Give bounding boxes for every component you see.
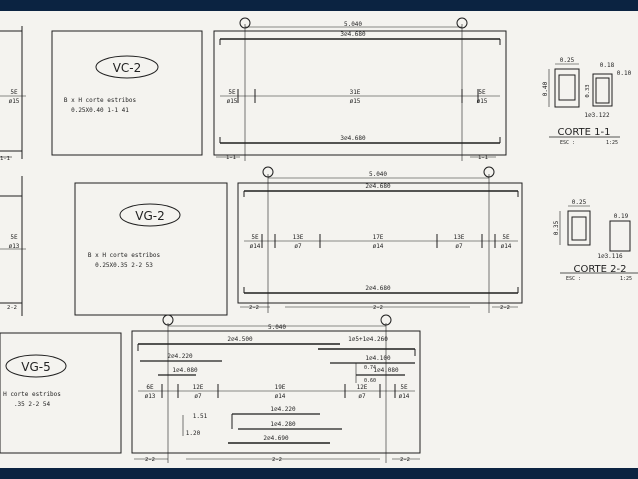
sec11-width: 0.25	[560, 57, 575, 64]
vg5-st-3: 19E	[275, 384, 286, 391]
vg5-bar-r1: 1∅4.100	[365, 355, 391, 362]
vg5-bar-r2: 1∅4.080	[373, 367, 399, 374]
vg5-bar-b2: 1∅4.080	[172, 367, 198, 374]
vc2-cut-right: 1-1	[478, 155, 488, 161]
vg2-st-4: 13E	[454, 234, 465, 241]
vg5-dim-151: 1.51	[193, 413, 208, 420]
left-beam2-stirrups: 5E	[10, 234, 18, 241]
vg5-bar-b1: 2∅4.220	[167, 353, 193, 360]
sec22-title: CORTE 2-2	[573, 264, 626, 275]
vg5-table-values: .35 2-2 54	[14, 401, 51, 408]
vg5-dim-060: 0.60	[364, 378, 376, 384]
vg2-sp-1: ø14	[250, 243, 261, 250]
vg5-bar-l1: 1∅4.220	[270, 406, 296, 413]
vg5-cut-right: 2-2	[400, 457, 410, 463]
vc2-bottom-bar: 3∅4.680	[340, 135, 366, 142]
sec22-right-width: 0.19	[614, 213, 629, 220]
left-beam2-spacing: ø13	[9, 243, 20, 250]
vg2-cut-mid: 2-2	[373, 305, 383, 311]
drawing-sheet: VC-2 B x H corte estribos 0.25X0.40 1-1 …	[0, 11, 638, 468]
sec11-right-width: 0.18	[600, 62, 615, 69]
vg2-span: 5.040	[369, 171, 387, 178]
vg5-table-header: H corte estribos	[3, 391, 61, 398]
vc2-right-stirrups: 5E	[478, 89, 486, 96]
vg5-cut-left: 2-2	[145, 457, 155, 463]
vg5-bar-l3: 2∅4.690	[263, 435, 289, 442]
sec11-right-w2: 0.10	[617, 70, 632, 77]
vg5-sp-1: ø13	[145, 393, 156, 400]
sec22-width: 0.25	[572, 199, 587, 206]
vg2-table-values: 0.25X0.35 2-2 53	[95, 262, 153, 269]
sec11-height: 0.40	[542, 81, 549, 96]
vc2-span: 5.040	[344, 21, 362, 28]
structural-drawing: VC-2 B x H corte estribos 0.25X0.40 1-1 …	[0, 17, 638, 463]
vg2-tag: VG-2	[135, 209, 164, 223]
vg5-sp-2: ø7	[194, 393, 202, 400]
vc2-right-spacing: ø15	[477, 98, 488, 105]
vc2-mid-stirrups: 31E	[350, 89, 361, 96]
vg5-st-4: 12E	[357, 384, 368, 391]
vc2-top-bar: 3∅4.680	[340, 31, 366, 38]
vg5-tag: VG-5	[21, 360, 50, 374]
sec22-height: 0.35	[553, 220, 560, 235]
vg5-span: 5.040	[268, 324, 286, 331]
vg5-bar-l2: 1∅4.280	[270, 421, 296, 428]
sec11-stirrup: 1∅3.122	[584, 112, 610, 119]
vg5-dim-120: 1.20	[186, 430, 201, 437]
vc2-tag: VC-2	[113, 61, 142, 75]
vg2-top-bar: 2∅4.680	[365, 183, 391, 190]
sec11-esc: ESC :	[560, 140, 575, 146]
vg5-stirrup-labels: 6E ø13 12E ø7 19E ø14 12E ø7 5E ø14	[145, 384, 410, 400]
vc2-left-stirrups: 5E	[228, 89, 236, 96]
vg2-st-2: 13E	[293, 234, 304, 241]
sec22-scale: 1:25	[620, 276, 632, 282]
sec11-scale: 1:25	[606, 140, 618, 146]
sec11-right-h: 0.33	[585, 84, 591, 97]
vg5-sp-5: ø14	[399, 393, 410, 400]
vg5-st-5: 5E	[400, 384, 408, 391]
sec22-stirrup: 1∅3.116	[597, 253, 623, 260]
vg2-cut-right: 2-2	[500, 305, 510, 311]
vg2-cut-left: 2-2	[249, 305, 259, 311]
vg5-cut-mid: 2-2	[272, 457, 282, 463]
vg5-sp-4: ø7	[358, 393, 366, 400]
left-beam-spacing: ø15	[9, 98, 20, 105]
vg5-top-right-bar: 1∅5+1∅4.260	[348, 336, 388, 343]
vc2-mid-spacing: ø15	[350, 98, 361, 105]
vc2-table-values: 0.25X0.40 1-1 41	[71, 107, 129, 114]
left-cut: 1-1	[0, 156, 10, 162]
vg5-top-bar: 2∅4.500	[227, 336, 253, 343]
left-beam-stirrups: 5E	[10, 89, 18, 96]
vg2-st-3: 17E	[373, 234, 384, 241]
vg5-sp-3: ø14	[275, 393, 286, 400]
vg2-table-header: B x H corte estribos	[88, 252, 161, 259]
sec11-title: CORTE 1-1	[557, 127, 610, 138]
vg2-stirrup-labels: 5E ø14 13E ø7 17E ø14 13E ø7 5E ø14	[250, 234, 512, 250]
vg2-sp-5: ø14	[501, 243, 512, 250]
vg5-st-1: 6E	[146, 384, 154, 391]
vg2-bottom-bar: 2∅4.680	[365, 285, 391, 292]
vg2-st-1: 5E	[251, 234, 259, 241]
left-cut-2: 2-2	[7, 305, 17, 311]
vg5-dim-074: 0.74	[364, 365, 376, 371]
vg2-st-5: 5E	[502, 234, 510, 241]
vg2-sp-2: ø7	[294, 243, 302, 250]
vc2-table-header: B x H corte estribos	[64, 97, 137, 104]
vg2-sp-4: ø7	[455, 243, 463, 250]
vg2-sp-3: ø14	[373, 243, 384, 250]
vg5-st-2: 12E	[193, 384, 204, 391]
vc2-left-spacing: ø15	[227, 98, 238, 105]
sec22-esc: ESC :	[566, 276, 581, 282]
vc2-cut-left: 1-1	[226, 155, 236, 161]
